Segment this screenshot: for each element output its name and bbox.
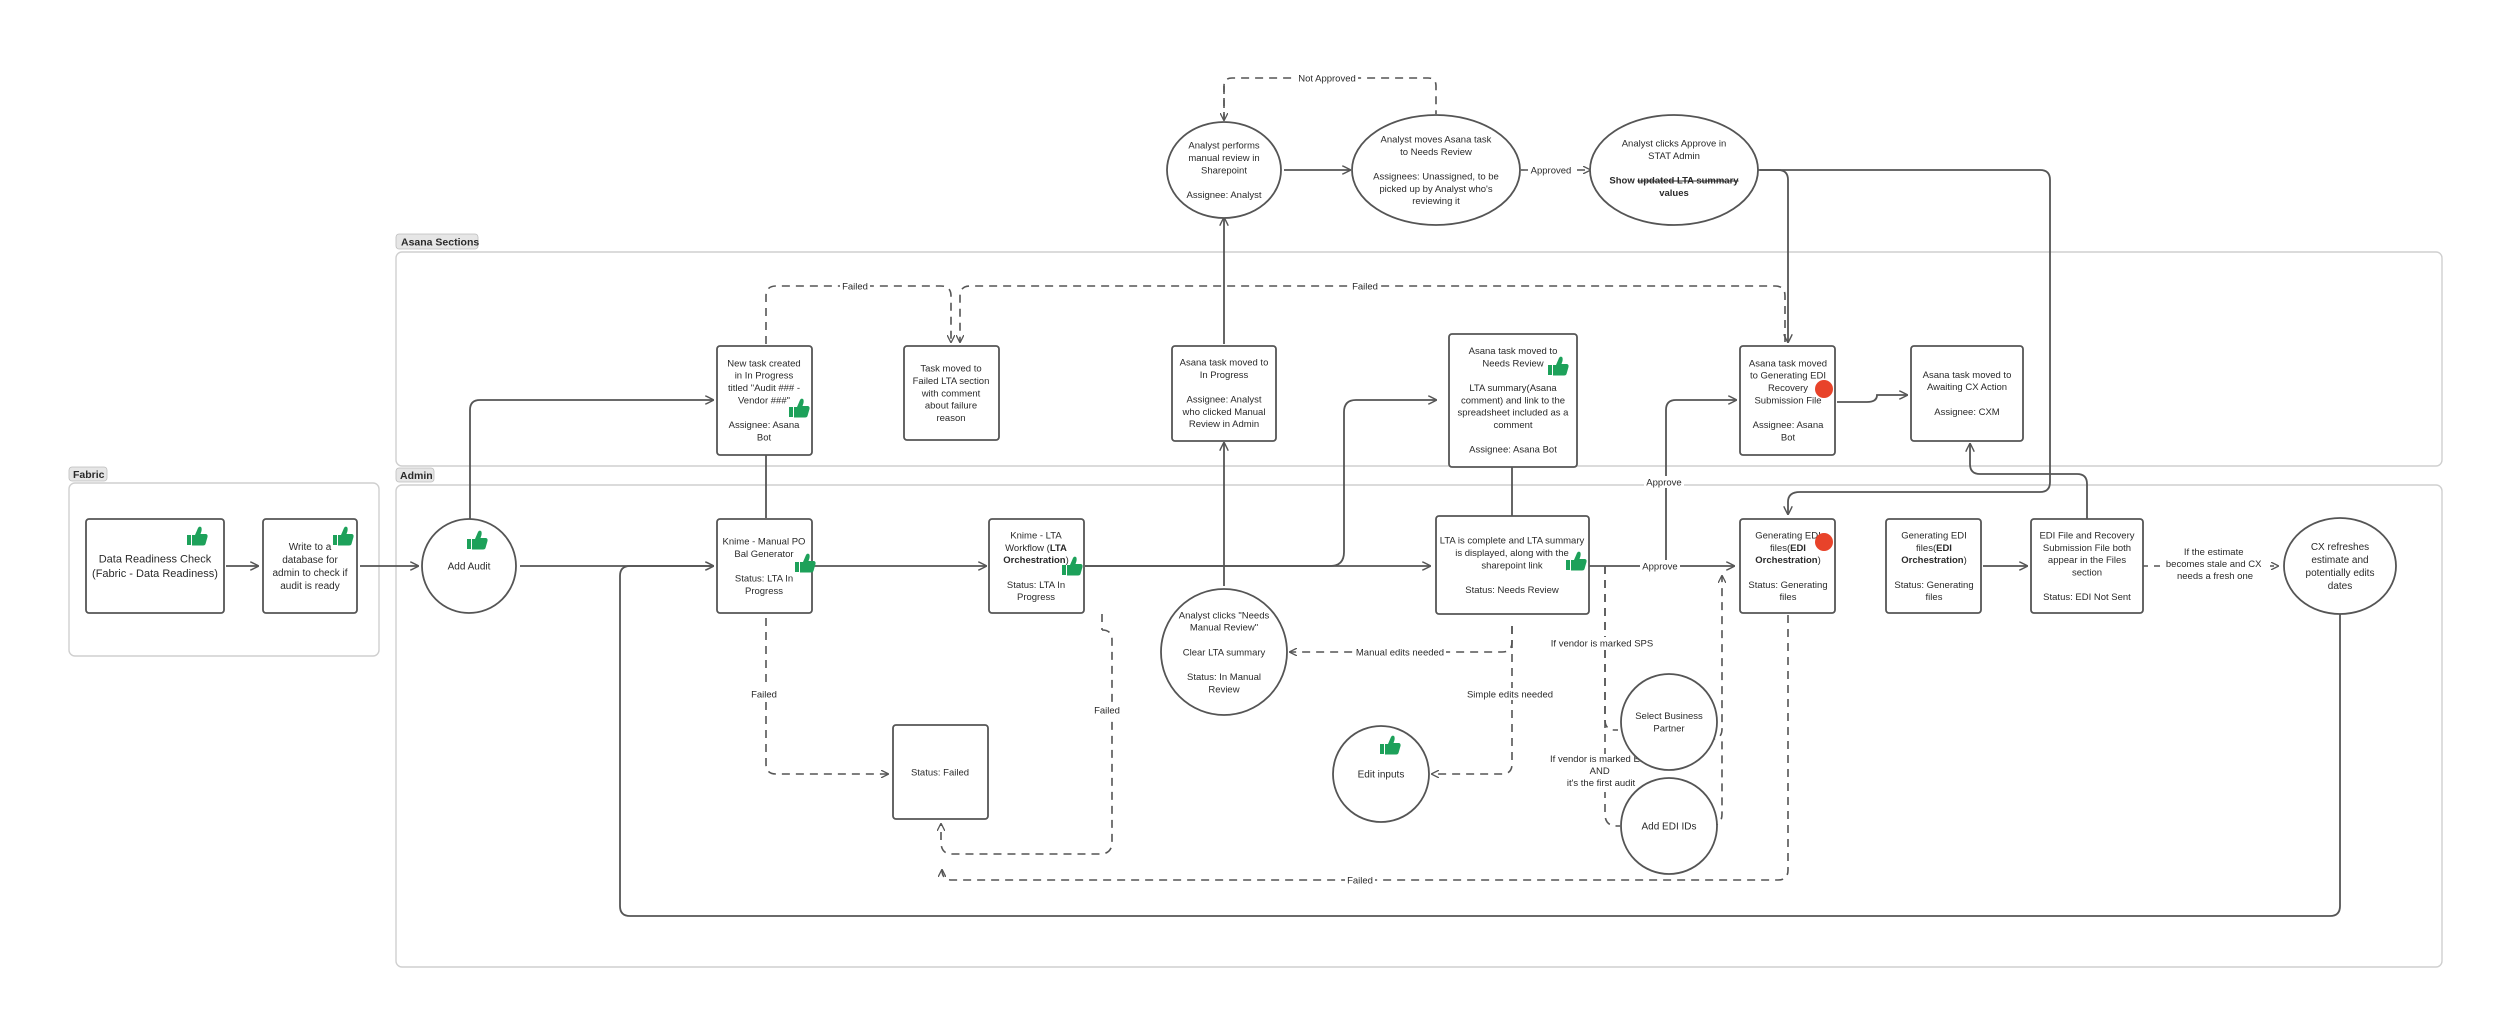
label-failed-lta: Failed (1094, 706, 1120, 717)
node-gen-edi-2 (1885, 518, 1982, 614)
node-awaiting-cx (1910, 345, 2024, 442)
icons (187, 356, 1833, 755)
section-asana-label: Asana Sections (401, 237, 479, 249)
node-shapes (85, 114, 2397, 875)
label-manual-edits: Manual edits needed (1356, 648, 1444, 659)
node-analyst-moves (1351, 114, 1521, 226)
label-approve-right: Approve (1642, 562, 1677, 573)
label-failed-top-2: Failed (1352, 282, 1378, 293)
label-failed-top-1: Failed (842, 282, 868, 293)
label-simple-edits: Simple edits needed (1467, 690, 1553, 701)
node-needs-manual (1160, 588, 1288, 716)
node-label-edit-inputs: Edit inputs (1358, 770, 1405, 781)
node-analyst-approve (1589, 114, 1759, 226)
section-fabric: Fabric (68, 466, 380, 657)
label-failed-bottom: Failed (1347, 876, 1373, 887)
label-not-approved: Not Approved (1298, 74, 1356, 85)
section-admin-label: Admin (400, 470, 433, 482)
label-stale: If the estimate becomes stale and CX nee… (2166, 547, 2264, 582)
section-fabric-label: Fabric (73, 469, 105, 481)
label-approved: Approved (1531, 166, 1572, 177)
label-approve-up: Approve (1646, 478, 1681, 489)
node-analyst-manual (1166, 121, 1282, 219)
node-label-status-failed: Status: Failed (911, 767, 969, 778)
red-dot-icon (1815, 380, 1833, 398)
label-edi-first: If vendor is marked EDI AND it's the fir… (1550, 754, 1652, 789)
node-gen-edi-1 (1739, 518, 1836, 614)
node-knime-lta (988, 518, 1085, 614)
edges-dashed (765, 77, 2278, 881)
node-status-failed (892, 724, 989, 820)
section-admin: Admin (395, 467, 2443, 968)
label-sps: If vendor is marked SPS (1551, 639, 1653, 650)
node-select-bp (1620, 673, 1718, 771)
node-label-data-readiness: Data Readiness Check(Fabric - Data Readi… (92, 554, 218, 580)
node-asana-generating (1739, 345, 1836, 456)
node-asana-in-progress (1171, 345, 1277, 442)
edges-solid (226, 170, 2341, 917)
node-label-add-edi: Add EDI IDs (1641, 822, 1696, 833)
section-asana: Asana Sections (395, 233, 2443, 467)
node-task-failed (903, 345, 1000, 441)
edge-labels: Not Approved Approved Failed Failed Fail… (748, 72, 2270, 887)
node-data-readiness (85, 518, 225, 614)
node-label-add-audit: Add Audit (448, 562, 491, 573)
node-lta-complete (1435, 515, 1590, 615)
node-asana-needs-review (1448, 333, 1578, 468)
node-texts: Data Readiness Check(Fabric - Data Readi… (92, 134, 2374, 832)
node-edi-recovery (2030, 518, 2144, 614)
node-cx-refresh (2283, 517, 2397, 615)
label-failed-po: Failed (751, 690, 777, 701)
node-edit-inputs (1332, 725, 1430, 823)
node-new-task (716, 345, 813, 456)
node-add-audit (421, 518, 517, 614)
red-dot-icon (1815, 533, 1833, 551)
node-add-edi (1620, 777, 1718, 875)
